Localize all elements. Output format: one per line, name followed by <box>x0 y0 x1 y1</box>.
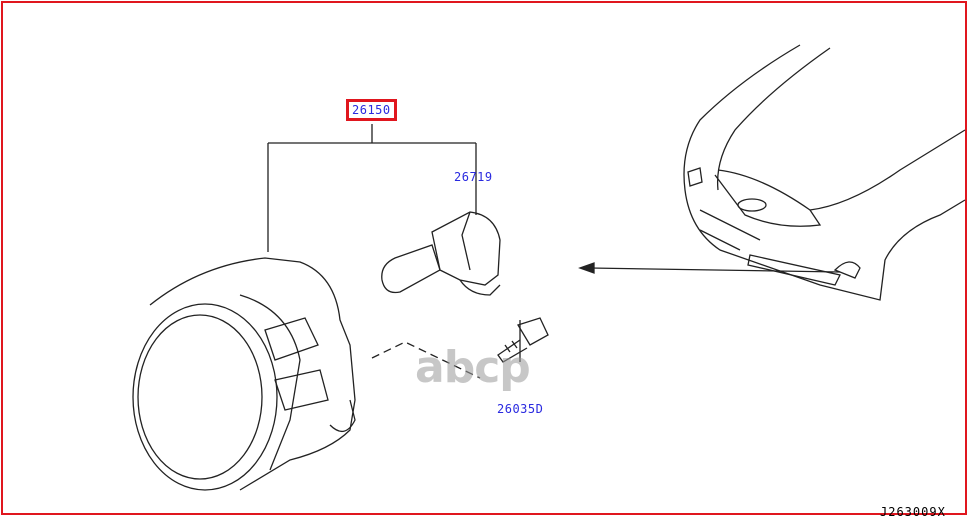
fog-lamp-drawing <box>132 257 356 491</box>
callout-26150[interactable]: 26150 <box>346 99 397 121</box>
bolt-drawing <box>497 317 549 363</box>
bulb-drawing <box>381 211 501 296</box>
location-arrow <box>578 262 841 274</box>
diagram-code: J263009X <box>880 505 946 519</box>
car-front-drawing <box>683 44 966 301</box>
watermark-logo: abcp <box>415 346 530 392</box>
leader-lines <box>267 124 521 379</box>
callout-26719[interactable]: 26719 <box>454 170 493 184</box>
callout-26035d[interactable]: 26035D <box>497 402 544 416</box>
